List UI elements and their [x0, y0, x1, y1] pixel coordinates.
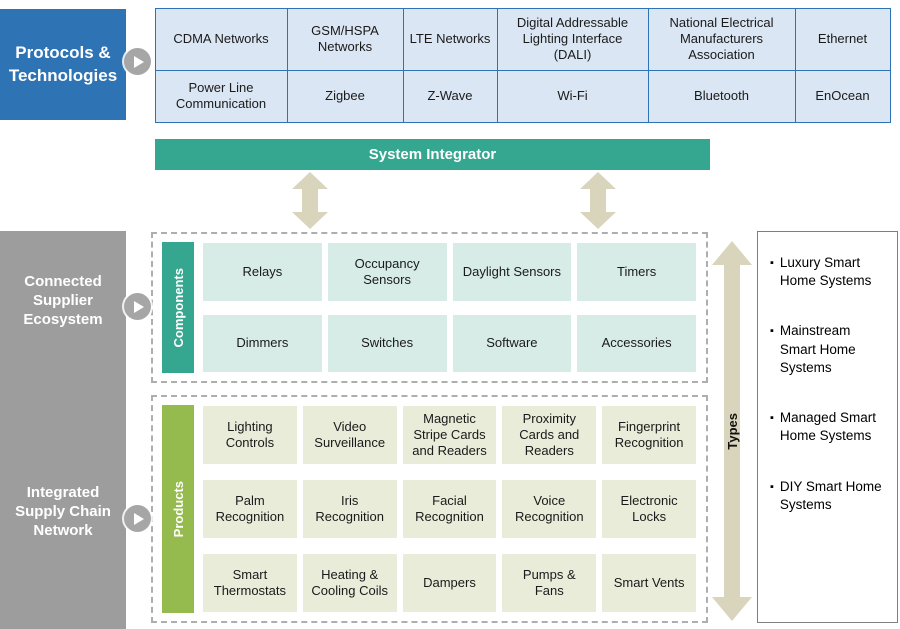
component-cell: Relays — [203, 243, 322, 301]
list-item: Managed Smart Home Systems — [770, 409, 889, 445]
product-cell: Pumps & Fans — [502, 554, 597, 612]
protocol-cell: Power Line Communication — [154, 69, 288, 123]
components-grid: Relays Occupancy Sensors Daylight Sensor… — [203, 243, 696, 372]
component-cell: Dimmers — [203, 314, 322, 372]
protocol-cell: Bluetooth — [647, 69, 796, 123]
product-cell: Proximity Cards and Readers — [502, 406, 597, 464]
play-triangle-icon — [134, 300, 144, 313]
left-sidebar — [0, 231, 126, 629]
protocol-cell: Zigbee — [286, 69, 404, 123]
product-cell: Smart Thermostats — [203, 554, 297, 612]
square-bullet-icon — [770, 322, 774, 340]
products-section: Products Lighting Controls Video Surveil… — [151, 395, 708, 623]
products-label: Products — [162, 405, 194, 613]
protocol-cell: Ethernet — [794, 7, 891, 71]
list-item: DIY Smart Home Systems — [770, 478, 889, 514]
list-item-label: Luxury Smart Home Systems — [779, 255, 872, 289]
protocol-cell: GSM/HSPA Networks — [286, 7, 404, 71]
play-icon — [124, 293, 151, 320]
product-cell: Electronic Locks — [602, 480, 696, 538]
play-triangle-icon — [134, 55, 144, 68]
protocol-cell: Wi-Fi — [496, 69, 649, 123]
protocol-cell: LTE Networks — [402, 7, 498, 71]
play-icon — [124, 505, 151, 532]
list-item-label: Mainstream Smart Home Systems — [779, 323, 856, 375]
connected-supplier-ecosystem-label: Connected Supplier Ecosystem — [23, 273, 103, 329]
square-bullet-icon — [770, 478, 774, 496]
component-cell: Daylight Sensors — [452, 243, 572, 301]
protocols-technologies-label: Protocols & Technologies — [0, 9, 126, 120]
component-cell: Accessories — [577, 314, 696, 372]
product-cell: Dampers — [402, 554, 497, 612]
protocol-cell: Z-Wave — [402, 69, 498, 123]
product-cell: Palm Recognition — [203, 480, 297, 538]
protocol-cell: CDMA Networks — [154, 7, 288, 71]
types-label: Types — [724, 412, 740, 450]
components-section: Components Relays Occupancy Sensors Dayl… — [151, 232, 708, 383]
types-double-arrow-icon — [712, 241, 752, 621]
product-cell: Lighting Controls — [203, 406, 297, 464]
product-cell: Smart Vents — [602, 554, 696, 612]
list-item: Luxury Smart Home Systems — [770, 254, 889, 290]
component-cell: Occupancy Sensors — [327, 243, 447, 301]
product-cell: Video Surveillance — [302, 406, 397, 464]
double-arrow-icon — [580, 172, 616, 229]
list-item: Mainstream Smart Home Systems — [770, 322, 889, 377]
integrated-supply-chain-network-label: Integrated Supply Chain Network — [15, 484, 111, 540]
product-cell: Magnetic Stripe Cards and Readers — [402, 406, 497, 464]
component-cell: Switches — [327, 314, 447, 372]
protocol-cell: EnOcean — [794, 69, 891, 123]
play-icon — [124, 48, 151, 75]
component-cell: Timers — [577, 243, 696, 301]
square-bullet-icon — [770, 254, 774, 272]
product-cell: Voice Recognition — [502, 480, 597, 538]
products-grid: Lighting Controls Video Surveillance Mag… — [203, 406, 696, 612]
play-triangle-icon — [134, 512, 144, 525]
list-item-label: DIY Smart Home Systems — [779, 478, 882, 512]
system-integrator-bar: System Integrator — [155, 139, 710, 170]
double-arrow-icon — [292, 172, 328, 229]
product-cell: Fingerprint Recognition — [602, 406, 696, 464]
square-bullet-icon — [770, 409, 774, 427]
protocol-cell: Digital Addressable Lighting Interface (… — [496, 7, 649, 71]
protocol-cell: National Electrical Manufacturers Associ… — [647, 7, 796, 71]
product-cell: Facial Recognition — [402, 480, 497, 538]
types-list: Luxury Smart Home Systems Mainstream Sma… — [757, 231, 898, 623]
product-cell: Heating & Cooling Coils — [302, 554, 397, 612]
components-label: Components — [162, 242, 194, 373]
product-cell: Iris Recognition — [302, 480, 397, 538]
protocols-grid: CDMA Networks GSM/HSPA Networks LTE Netw… — [154, 7, 891, 123]
list-item-label: Managed Smart Home Systems — [779, 410, 876, 444]
component-cell: Software — [452, 314, 572, 372]
